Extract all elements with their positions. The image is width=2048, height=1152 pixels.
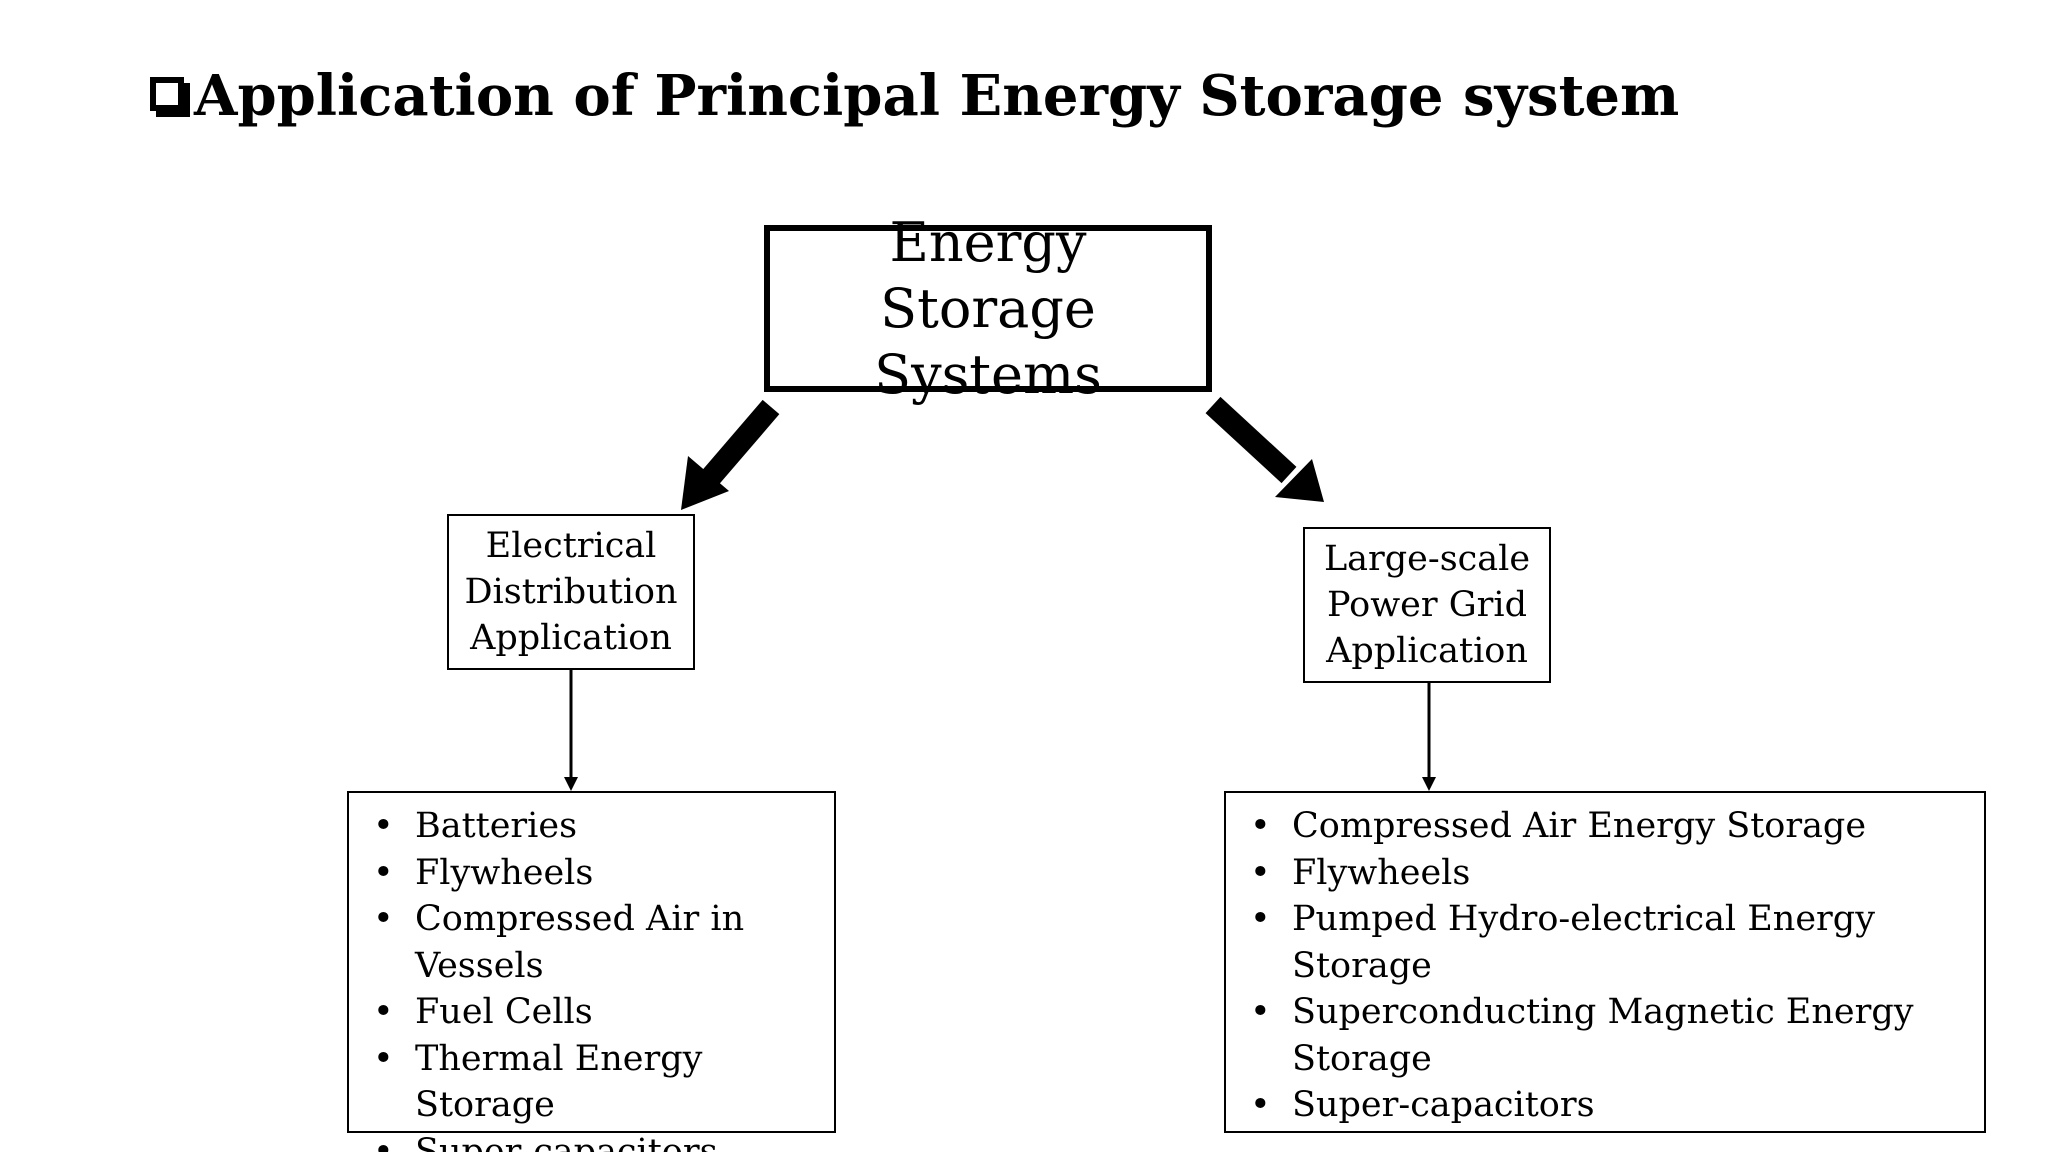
root-to-left-arrow <box>681 399 780 510</box>
list-item: Flywheels <box>1240 850 1972 897</box>
power-grid-list-box: Compressed Air Energy Storage Flywheels … <box>1224 791 1986 1133</box>
list-item: Super-capacitors <box>1240 1082 1972 1129</box>
electrical-distribution-label: Electrical Distribution Application <box>464 526 678 658</box>
list-item: Compressed Air in Vessels <box>363 896 822 989</box>
list-item: Pumped Hydro-electrical Energy Storage <box>1240 896 1972 989</box>
slide-title-text: Application of Principal Energy Storage … <box>194 63 1680 129</box>
right-branch-arrow <box>1422 683 1436 791</box>
electrical-distribution-list-box: Batteries Flywheels Compressed Air in Ve… <box>347 791 836 1152</box>
checkbox-bullet-icon <box>150 77 184 111</box>
list-item: Compressed Air Energy Storage <box>1240 803 1972 850</box>
root-to-right-arrow <box>1205 396 1324 502</box>
list-item: Fuel Cells <box>363 989 822 1036</box>
root-node-line1: Energy Storage <box>880 210 1096 340</box>
electrical-distribution-box: Electrical Distribution Application <box>447 514 695 670</box>
power-grid-list: Compressed Air Energy Storage Flywheels … <box>1240 803 1972 1129</box>
power-grid-label: Large-scale Power Grid Application <box>1323 539 1531 671</box>
power-grid-box: Large-scale Power Grid Application <box>1303 527 1551 683</box>
root-node-box: Energy Storage Systems <box>764 211 1212 406</box>
list-item: Batteries <box>363 803 822 850</box>
root-node-line2: Systems <box>874 342 1102 406</box>
slide-title: Application of Principal Energy Storage … <box>150 60 1679 132</box>
list-item: Super-capacitors <box>363 1129 822 1152</box>
left-branch-arrow <box>564 670 578 791</box>
list-item: Superconducting Magnetic Energy Storage <box>1240 989 1972 1082</box>
electrical-distribution-list: Batteries Flywheels Compressed Air in Ve… <box>363 803 822 1152</box>
list-item: Thermal Energy Storage <box>363 1036 822 1129</box>
list-item: Flywheels <box>363 850 822 897</box>
